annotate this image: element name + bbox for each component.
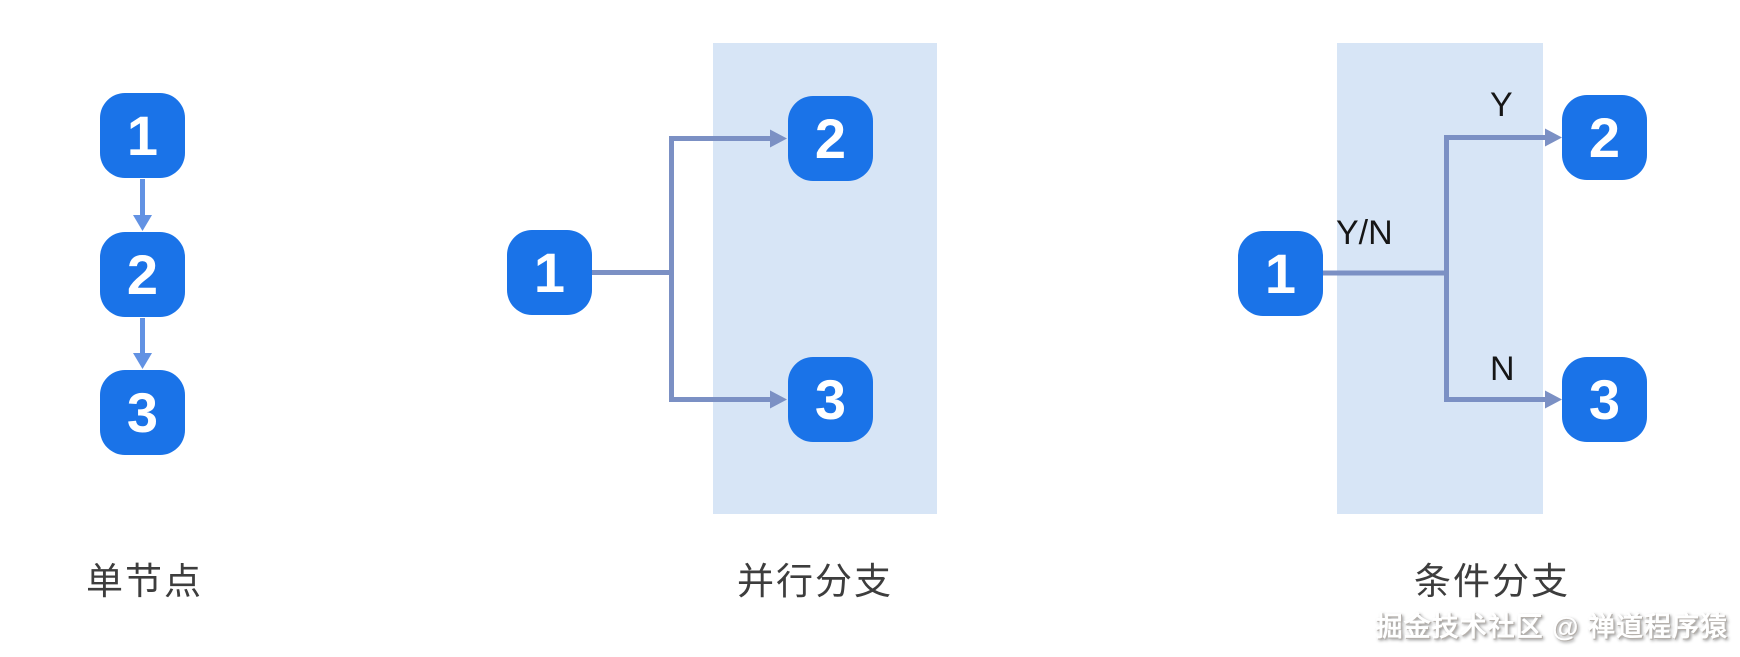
single-node-arrows xyxy=(133,179,152,369)
parallel-node-2: 2 xyxy=(788,96,873,181)
conditional-branch-connectors xyxy=(1323,128,1562,409)
parallel-branch-connectors xyxy=(592,129,787,409)
single-node-1: 1 xyxy=(100,93,185,178)
parallel-fork-line xyxy=(669,136,772,402)
single-node-section-label: 单节点 xyxy=(86,561,203,602)
conditional-node-1: 1 xyxy=(1238,231,1323,316)
conditional-arrow-to-3-head-icon xyxy=(1545,390,1562,409)
yes-branch-label: Y xyxy=(1490,86,1513,124)
parallel-node-3: 3 xyxy=(788,357,873,442)
parallel-branch-section-label: 并行分支 xyxy=(737,561,893,602)
conditional-branch-highlight-band xyxy=(1337,43,1543,514)
conditional-node-3: 3 xyxy=(1562,357,1647,442)
conditional-arrow-to-2-head-icon xyxy=(1545,128,1562,147)
single-node-2: 2 xyxy=(100,232,185,317)
parallel-arrow-to-3-head-icon xyxy=(770,390,787,409)
conditional-branch-section-label: 条件分支 xyxy=(1414,561,1570,602)
arrow-2-to-3-head-icon xyxy=(133,353,152,369)
single-node-3: 3 xyxy=(100,370,185,455)
arrow-1-to-2-head-icon xyxy=(133,215,152,231)
conditional-node-2: 2 xyxy=(1562,95,1647,180)
conditional-fork-line xyxy=(1444,135,1547,402)
parallel-node-1: 1 xyxy=(507,230,592,315)
no-branch-label: N xyxy=(1490,350,1515,388)
parallel-arrow-to-2-head-icon xyxy=(770,129,787,148)
watermark-text: 掘金技术社区 @ 禅道程序猿 xyxy=(1375,612,1728,642)
yn-branch-label: Y/N xyxy=(1336,214,1393,252)
